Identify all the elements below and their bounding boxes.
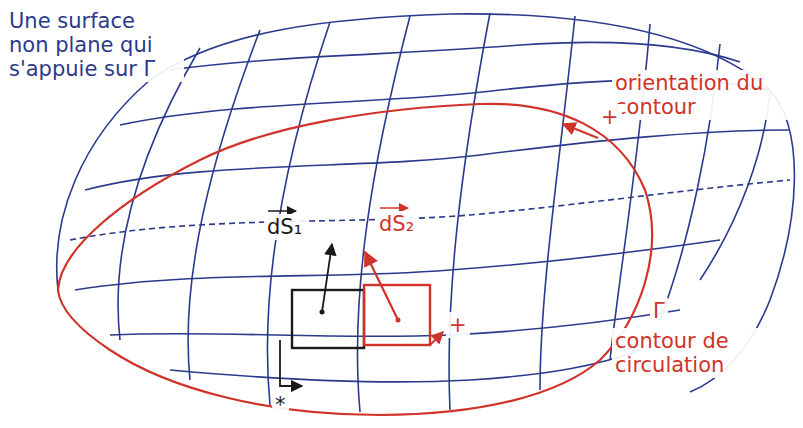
contour-symbol: Γ: [650, 298, 668, 324]
surface-note: Une surface non plane qui s'appuie sur Γ: [6, 8, 184, 82]
vector-overarrow: [268, 210, 296, 212]
circulation-contour: [58, 104, 652, 415]
sign-mark: +: [598, 104, 622, 130]
orientation-note: orientation du contour: [612, 70, 798, 120]
axis-mark: *: [272, 392, 289, 418]
surface-element-2: [364, 285, 430, 345]
local-axes: [280, 340, 302, 386]
vector-overarrow: [380, 207, 408, 209]
normal-vector-2: [365, 252, 398, 320]
contour-note: contour de circulation: [612, 328, 798, 378]
element-orientation-arrow: [430, 332, 443, 345]
sign-mark: +: [446, 312, 470, 338]
surface-element-1: [292, 290, 364, 348]
contour-orientation-arrow: [563, 124, 598, 138]
vector-label: dS₁: [264, 214, 305, 240]
vector-label: dS₂: [376, 211, 417, 237]
normal-vector-1: [322, 244, 332, 312]
